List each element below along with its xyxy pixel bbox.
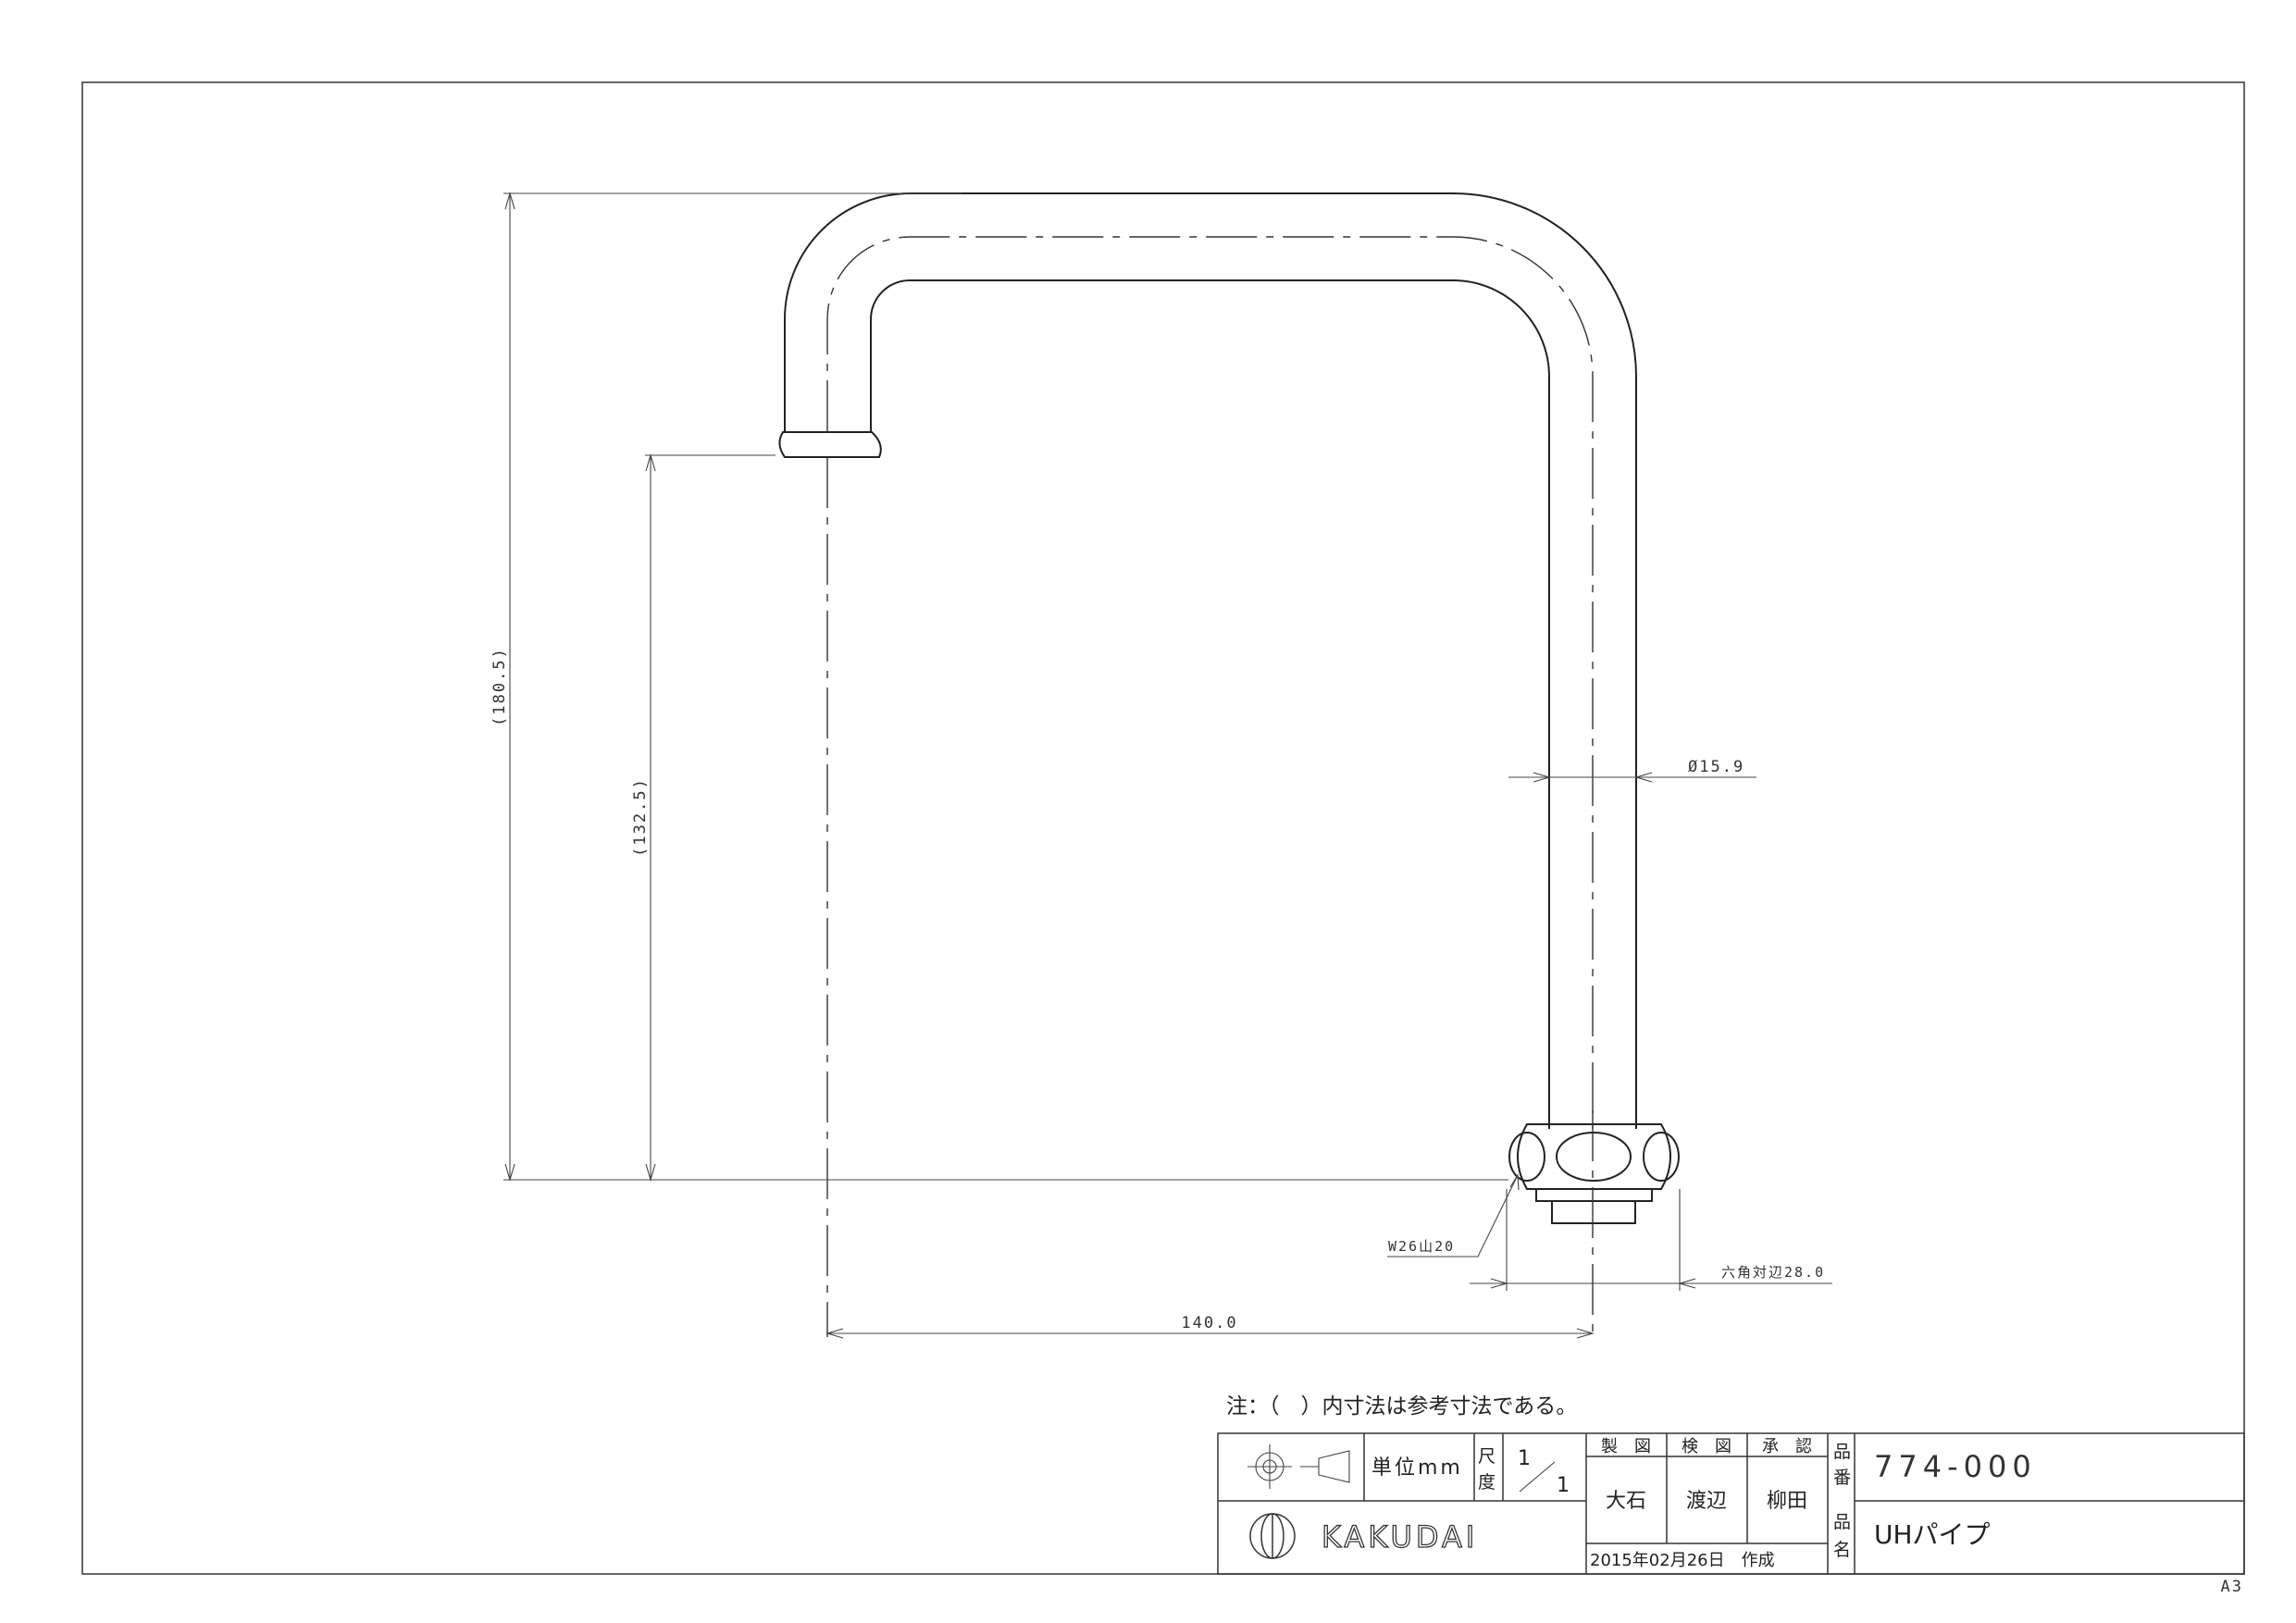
part-name-label-1: 品	[1833, 1512, 1851, 1532]
dim-pipe-diameter: Ø15.9	[1688, 758, 1744, 776]
part-name-label-2: 名	[1833, 1540, 1851, 1560]
kakudai-logo-icon: KAKUDAI	[1249, 1513, 1478, 1559]
projection-symbol-icon	[1247, 1444, 1350, 1489]
approver-name: 柳田	[1767, 1490, 1807, 1513]
reference-note: 注：（ ）内寸法は参考寸法である。	[1226, 1394, 1577, 1419]
header-checked: 検 図	[1682, 1437, 1731, 1456]
unit-label: 単位mm	[1371, 1456, 1463, 1480]
dimension-lines	[503, 192, 1832, 1339]
part-no-label-1: 品	[1833, 1442, 1851, 1462]
dim-hex-flats: 六角対辺28.0	[1721, 1264, 1825, 1281]
checker-name: 渡辺	[1686, 1490, 1727, 1513]
scale-label-1: 尺	[1478, 1446, 1496, 1467]
dim-overall-height: (180.5)	[490, 647, 509, 726]
drafter-name: 大石	[1606, 1490, 1646, 1513]
header-approved: 承 認	[1762, 1437, 1812, 1456]
part-name: UHパイプ	[1874, 1519, 1991, 1550]
sheet-size: A3	[2221, 1578, 2243, 1596]
scale-numerator: 1	[1518, 1447, 1531, 1470]
created-date: 2015年02月26日 作成	[1590, 1551, 1775, 1570]
part-number: 774-000	[1874, 1449, 2037, 1484]
part-no-label-2: 番	[1833, 1468, 1851, 1488]
hex-nut-fitting	[1508, 1110, 1680, 1337]
drawing-frame	[81, 81, 2245, 1575]
logo-text: KAKUDAI	[1322, 1519, 1478, 1555]
dim-thread: W26山20	[1388, 1238, 1455, 1255]
scale-label-2: 度	[1478, 1472, 1496, 1493]
dim-reach: 140.0	[1181, 1314, 1237, 1332]
dim-outlet-height: (132.5)	[631, 777, 650, 857]
scale-denominator: 1	[1557, 1474, 1570, 1497]
uh-pipe	[778, 192, 1637, 1337]
header-drafted: 製 図	[1601, 1437, 1651, 1456]
title-block	[1217, 1432, 2245, 1575]
